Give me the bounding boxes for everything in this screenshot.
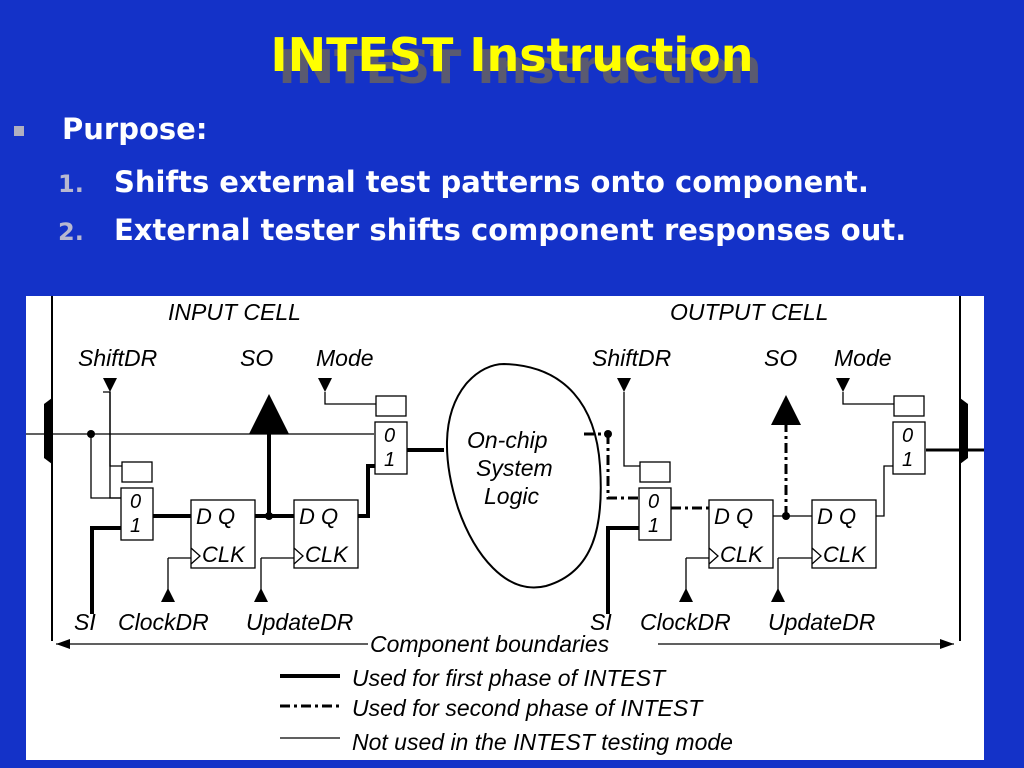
in-so-label: SO bbox=[240, 345, 273, 371]
in-capture-ff bbox=[190, 499, 256, 569]
in-updatedr-arrow-icon bbox=[254, 588, 268, 602]
out-clockdr-arrow-icon bbox=[679, 588, 693, 602]
out-mux2-control bbox=[893, 395, 925, 417]
legend-second-phase: Used for second phase of INTEST bbox=[352, 695, 704, 721]
in-mux2-0: 0 bbox=[384, 425, 395, 447]
in-mux1-control bbox=[121, 461, 153, 483]
in-mode-label: Mode bbox=[316, 345, 374, 371]
out-capture-ff bbox=[708, 499, 774, 569]
component-boundaries-label: Component boundaries bbox=[370, 631, 610, 657]
in-si-label: SI bbox=[74, 609, 96, 635]
out-mux1-1: 1 bbox=[648, 515, 659, 537]
in-shiftdr-arrow-icon bbox=[103, 378, 117, 392]
input-cell-label: INPUT CELL bbox=[168, 299, 301, 325]
in-ff2-clk: CLK bbox=[305, 542, 349, 567]
in-ff1-dq: D Q bbox=[196, 504, 235, 529]
right-pin-icon bbox=[960, 398, 968, 464]
system-logic-line2: System bbox=[476, 455, 553, 481]
diagram-svg: INPUT CELL OUTPUT CELL ShiftDR SO Mode 0… bbox=[26, 296, 984, 755]
out-updatedr-label: UpdateDR bbox=[768, 609, 875, 635]
title-shadow: INTEST Instruction bbox=[278, 40, 762, 94]
out-si-label: SI bbox=[590, 609, 612, 635]
out-mux1 bbox=[638, 487, 672, 541]
out-shiftdr-arrow-icon bbox=[617, 378, 631, 392]
item-1-number: 1. bbox=[58, 170, 84, 198]
out-ff1-clk: CLK bbox=[720, 542, 764, 567]
item-2-number: 2. bbox=[58, 218, 84, 246]
in-updatedr-label: UpdateDR bbox=[246, 609, 353, 635]
left-pin-icon bbox=[44, 398, 52, 464]
in-ff1-clk: CLK bbox=[202, 542, 246, 567]
out-updatedr-arrow-icon bbox=[771, 588, 785, 602]
in-update-ff bbox=[293, 499, 359, 569]
in-mux2-1: 1 bbox=[384, 449, 395, 471]
title-text: INTEST Instruction bbox=[270, 28, 754, 82]
bullet-square-icon bbox=[14, 126, 24, 136]
out-mux1-0: 0 bbox=[648, 491, 659, 513]
item-2-text: External tester shifts component respons… bbox=[114, 213, 907, 247]
system-logic-blob bbox=[446, 362, 602, 589]
item-1-text: Shifts external test patterns onto compo… bbox=[114, 165, 869, 199]
system-logic-line1: On-chip bbox=[467, 427, 548, 453]
out-ff2-dq: D Q bbox=[817, 504, 856, 529]
legend-not-used: Not used in the INTEST testing mode bbox=[352, 729, 733, 755]
in-mux1 bbox=[120, 487, 154, 541]
out-mode-label: Mode bbox=[834, 345, 892, 371]
output-cell-label: OUTPUT CELL bbox=[670, 299, 828, 325]
in-ff2-dq: D Q bbox=[299, 504, 338, 529]
system-logic-line3: Logic bbox=[484, 483, 539, 509]
legend-first-phase: Used for first phase of INTEST bbox=[352, 665, 667, 691]
out-mux2-1: 1 bbox=[902, 449, 913, 471]
in-mode-arrow-icon bbox=[318, 378, 332, 392]
in-mux1-1: 1 bbox=[130, 515, 141, 537]
out-ff2-clk: CLK bbox=[823, 542, 867, 567]
out-si-path bbox=[606, 526, 639, 614]
out-update-ff bbox=[811, 499, 877, 569]
out-mux2-0: 0 bbox=[902, 425, 913, 447]
out-mux1-control bbox=[639, 461, 671, 483]
out-second-phase-path bbox=[606, 434, 641, 500]
out-ff1-dq: D Q bbox=[714, 504, 753, 529]
in-mux2-control bbox=[375, 395, 407, 417]
in-si-path bbox=[90, 526, 121, 614]
out-mode-arrow-icon bbox=[836, 378, 850, 392]
in-clockdr-arrow-icon bbox=[161, 588, 175, 602]
out-so-label: SO bbox=[764, 345, 797, 371]
in-mux1-0: 0 bbox=[130, 491, 141, 513]
in-shiftdr-label: ShiftDR bbox=[78, 345, 157, 371]
in-clockdr-label: ClockDR bbox=[118, 609, 209, 635]
out-mux2 bbox=[892, 421, 926, 475]
in-mux2 bbox=[374, 421, 408, 475]
boundary-scan-diagram: INPUT CELL OUTPUT CELL ShiftDR SO Mode 0… bbox=[26, 296, 984, 760]
purpose-heading: Purpose: bbox=[62, 112, 208, 146]
slide-title: INTEST Instruction INTEST Instruction bbox=[0, 28, 1024, 94]
out-shiftdr-label: ShiftDR bbox=[592, 345, 671, 371]
